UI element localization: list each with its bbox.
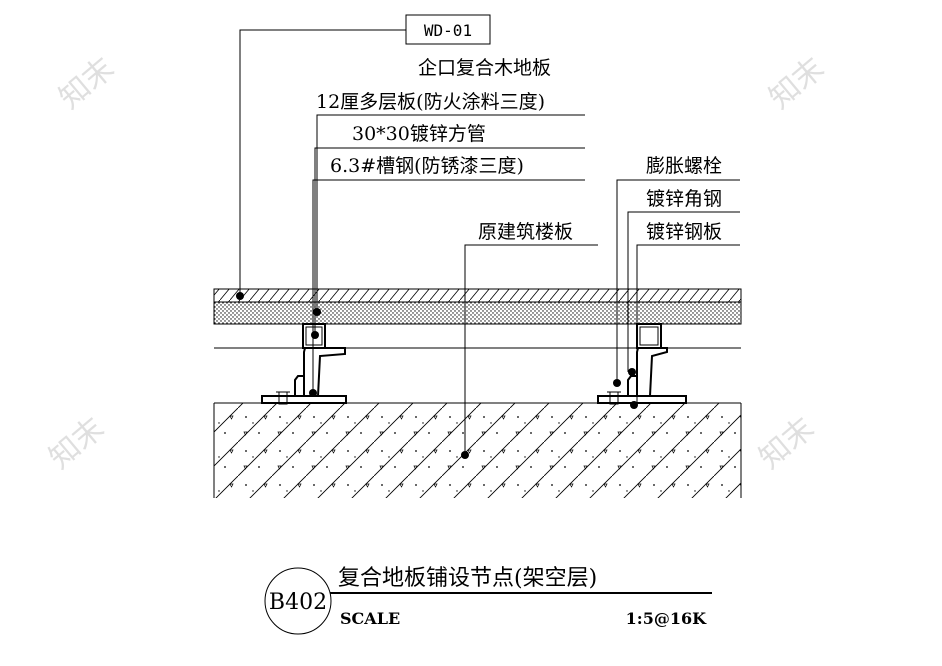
watermark: 知末: [53, 51, 121, 116]
tag-box: WD-01: [405, 14, 491, 45]
drawing-title: 复合地板铺设节点(架空层): [338, 566, 597, 591]
watermark: 知末: [43, 411, 111, 476]
label-square-tube: 30*30镀锌方管: [352, 123, 486, 145]
right-support: [597, 323, 687, 405]
label-wood-floor: 企口复合木地板: [418, 57, 551, 79]
label-angle-steel: 镀锌角钢: [646, 188, 722, 210]
tag-box-text: WD-01: [424, 21, 472, 40]
drawing-number: B402: [269, 590, 327, 615]
wood-floor-layer: [213, 288, 742, 303]
material-labels: 企口复合木地板 12厘多层板(防火涂料三度) 30*30镀锌方管 6.3#槽钢(…: [316, 57, 722, 243]
label-channel-steel: 6.3#槽钢(防锈漆三度): [330, 155, 524, 177]
scale-value: 1:5@16K: [626, 609, 707, 628]
title-block: B402 复合地板铺设节点(架空层) SCALE 1:5@16K: [264, 566, 712, 635]
leader-dots: [236, 292, 638, 459]
plywood-layer: [213, 301, 742, 325]
left-support: [261, 323, 347, 405]
leader-lines: [239, 29, 740, 455]
label-bolt: 膨胀螺栓: [646, 155, 722, 177]
label-steel-plate: 镀锌钢板: [646, 221, 722, 243]
watermark: 知末: [763, 51, 831, 116]
scale-label: SCALE: [340, 609, 400, 628]
watermark: 知末: [753, 411, 821, 476]
label-slab: 原建筑楼板: [478, 221, 573, 243]
label-plywood: 12厘多层板(防火涂料三度): [316, 91, 545, 113]
concrete-slab: [213, 402, 742, 498]
